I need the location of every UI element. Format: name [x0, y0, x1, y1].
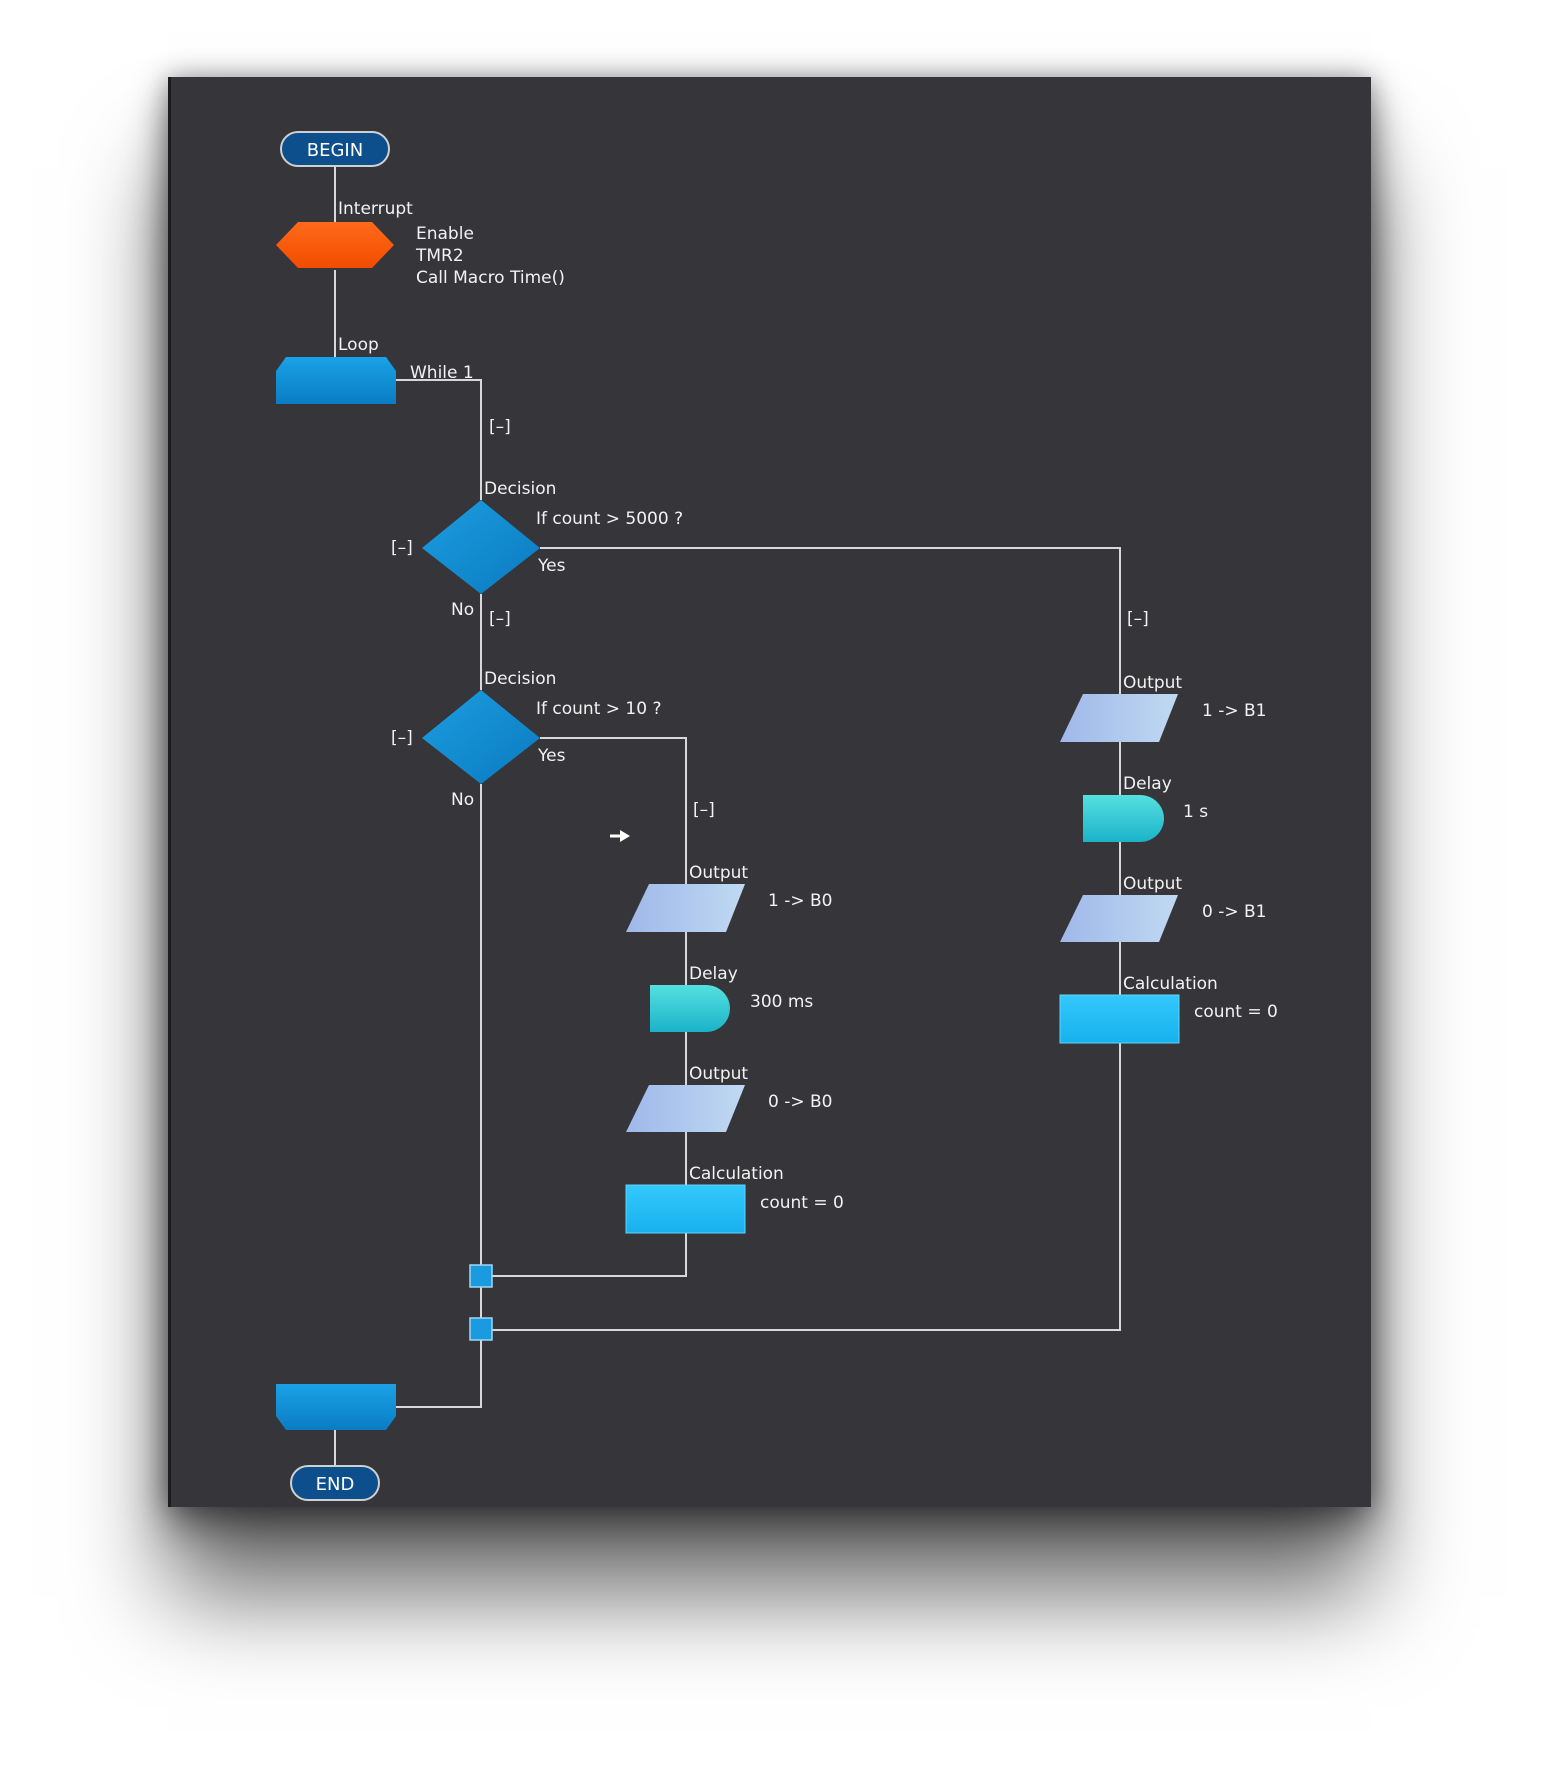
- interrupt-line2: TMR2: [415, 246, 464, 266]
- calculation-b1-value: count = 0: [1194, 1002, 1278, 1022]
- calculation-b0-value: count = 0: [760, 1193, 844, 1213]
- output-b0-on-block[interactable]: [626, 884, 745, 932]
- delay-b0-title: Delay: [689, 964, 738, 984]
- output-b1-off-block[interactable]: [1060, 895, 1178, 942]
- output-b1-off-value: 0 -> B1: [1202, 902, 1266, 922]
- collapse-toggle-decision-1[interactable]: [–]: [391, 538, 413, 558]
- arrow-right-icon: [610, 830, 630, 842]
- output-b1-on-title: Output: [1123, 673, 1182, 693]
- decision-2-title: Decision: [484, 669, 556, 689]
- interrupt-block[interactable]: [276, 222, 394, 268]
- interrupt-line1: Enable: [416, 224, 474, 244]
- collapse-toggle-decision-1-yes[interactable]: [–]: [1127, 609, 1149, 629]
- output-b0-off-value: 0 -> B0: [768, 1092, 832, 1112]
- calculation-b0-title: Calculation: [689, 1164, 784, 1184]
- delay-b1-value: 1 s: [1183, 802, 1208, 822]
- decision-2-condition: If count > 10 ?: [536, 699, 661, 719]
- decision-1-block[interactable]: [422, 500, 540, 594]
- loop-start-block[interactable]: [276, 357, 396, 404]
- junction-node-1: [469, 1264, 493, 1288]
- end-label: END: [316, 1474, 355, 1495]
- output-b1-off-title: Output: [1123, 874, 1182, 894]
- delay-b0-block[interactable]: [650, 985, 730, 1032]
- collapse-toggle-decision-2[interactable]: [–]: [391, 728, 413, 748]
- delay-b0-value: 300 ms: [750, 992, 813, 1012]
- decision-2-no: No: [451, 790, 474, 810]
- decision-2-block[interactable]: [422, 690, 540, 784]
- begin-label: BEGIN: [307, 140, 363, 161]
- output-b0-on-value: 1 -> B0: [768, 891, 832, 911]
- collapse-toggle-decision-2-yes[interactable]: [–]: [693, 800, 715, 820]
- loop-condition: While 1: [410, 363, 474, 383]
- calculation-b1-title: Calculation: [1123, 974, 1218, 994]
- decision-1-title: Decision: [484, 479, 556, 499]
- loop-end-block[interactable]: [276, 1384, 396, 1430]
- interrupt-line3: Call Macro Time(): [416, 268, 565, 288]
- end-terminal[interactable]: END: [290, 1465, 380, 1501]
- connector-lines: [334, 165, 1121, 1466]
- delay-b1-block[interactable]: [1083, 795, 1164, 842]
- output-b0-on-title: Output: [689, 863, 748, 883]
- flowchart-canvas: [168, 77, 1371, 1507]
- begin-terminal[interactable]: BEGIN: [280, 131, 390, 167]
- collapse-toggle-loop[interactable]: [–]: [489, 417, 511, 437]
- output-b1-on-value: 1 -> B1: [1202, 701, 1266, 721]
- delay-b1-title: Delay: [1123, 774, 1172, 794]
- collapse-toggle-decision-1-no[interactable]: [–]: [489, 609, 511, 629]
- decision-1-condition: If count > 5000 ?: [536, 509, 683, 529]
- decision-2-yes: Yes: [537, 746, 566, 766]
- loop-title: Loop: [338, 335, 379, 355]
- decision-1-yes: Yes: [537, 556, 566, 576]
- calculation-b1-block[interactable]: [1059, 994, 1180, 1044]
- output-b0-off-block[interactable]: [626, 1085, 745, 1132]
- output-b0-off-title: Output: [689, 1064, 748, 1084]
- interrupt-title: Interrupt: [338, 199, 413, 219]
- calculation-b0-block[interactable]: [625, 1184, 746, 1234]
- junction-node-2: [469, 1317, 493, 1341]
- decision-1-no: No: [451, 600, 474, 620]
- output-b1-on-block[interactable]: [1060, 694, 1178, 742]
